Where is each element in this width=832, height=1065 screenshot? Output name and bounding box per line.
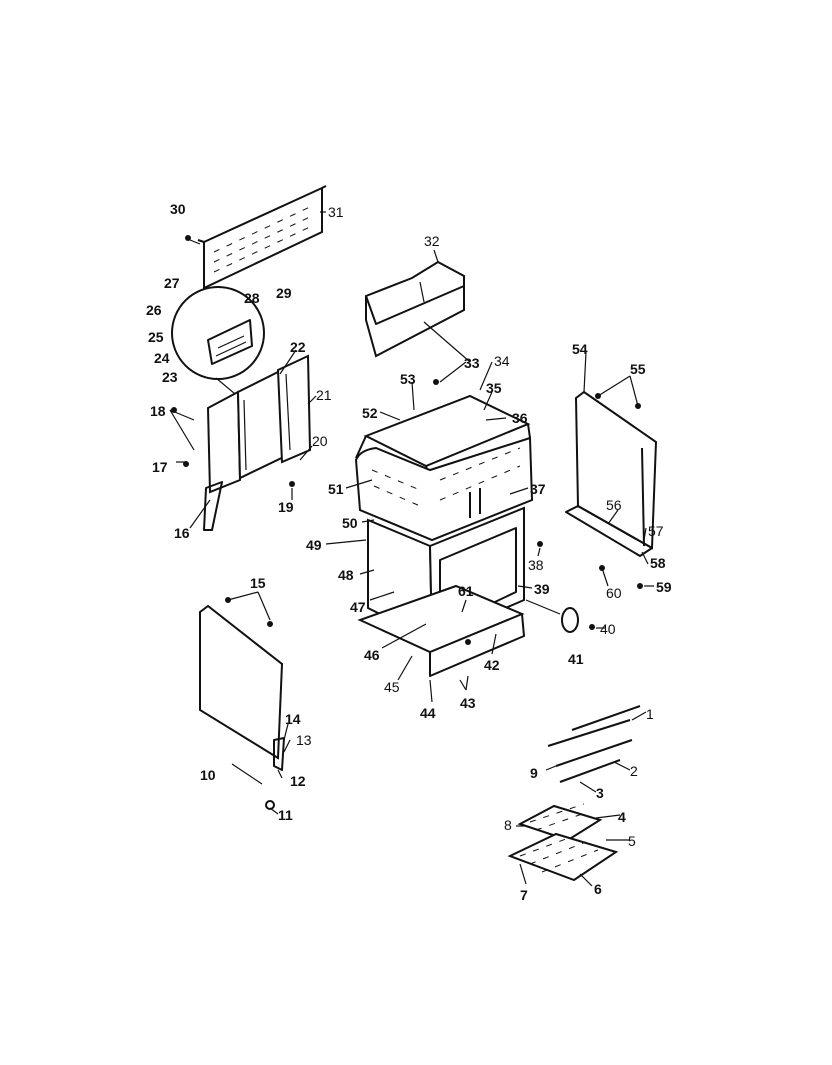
callout-38: 38 — [528, 557, 544, 573]
callout-50: 50 — [342, 515, 358, 531]
callout-40: 40 — [600, 621, 616, 637]
callout-2: 2 — [630, 763, 638, 779]
callout-52: 52 — [362, 405, 378, 421]
callout-54: 54 — [572, 341, 588, 357]
callout-1: 1 — [646, 706, 654, 722]
top-trim-panel — [197, 185, 327, 290]
callout-59: 59 — [656, 579, 672, 595]
callout-43: 43 — [460, 695, 476, 711]
callout-15: 15 — [250, 575, 266, 591]
callout-14: 14 — [285, 711, 301, 727]
callout-39: 39 — [534, 581, 550, 597]
callout-29: 29 — [276, 285, 292, 301]
callout-6: 6 — [594, 881, 602, 897]
callout-36: 36 — [512, 410, 528, 426]
door-panel — [199, 604, 285, 810]
callout-53: 53 — [400, 371, 416, 387]
callout-labels: 1 2 3 4 5 6 7 8 9 10 11 12 13 14 15 16 1… — [146, 201, 672, 903]
callout-60: 60 — [606, 585, 622, 601]
callout-11: 11 — [278, 807, 293, 823]
callout-19: 19 — [278, 499, 294, 515]
callout-32: 32 — [424, 233, 440, 249]
oven-body — [354, 394, 534, 677]
callout-12: 12 — [290, 773, 306, 789]
broiler-assembly — [507, 705, 641, 882]
callout-47: 47 — [350, 599, 366, 615]
callout-27: 27 — [164, 275, 180, 291]
callout-44: 44 — [420, 705, 436, 721]
callout-16: 16 — [174, 525, 190, 541]
callout-5: 5 — [628, 833, 636, 849]
callout-41: 41 — [568, 651, 584, 667]
callout-49: 49 — [306, 537, 322, 553]
callout-20: 20 — [312, 433, 328, 449]
callout-42: 42 — [484, 657, 500, 673]
callout-34: 34 — [494, 353, 510, 369]
callout-13: 13 — [296, 732, 312, 748]
callout-7: 7 — [520, 887, 528, 903]
top-bracket — [365, 260, 465, 358]
callout-46: 46 — [364, 647, 380, 663]
callout-55: 55 — [630, 361, 646, 377]
callout-58: 58 — [650, 555, 666, 571]
callout-23: 23 — [162, 369, 178, 385]
callout-9: 9 — [530, 765, 538, 781]
callout-35: 35 — [486, 380, 502, 396]
callout-45: 45 — [384, 679, 400, 695]
callout-51: 51 — [328, 481, 344, 497]
right-side-panel — [565, 390, 658, 557]
callout-30: 30 — [170, 201, 186, 217]
callout-24: 24 — [154, 350, 170, 366]
callout-22: 22 — [290, 339, 306, 355]
left-side-cabinet — [203, 354, 312, 531]
callout-61: 61 — [458, 583, 474, 599]
callout-4: 4 — [618, 809, 626, 825]
callout-56: 56 — [606, 497, 622, 513]
callout-26: 26 — [146, 302, 162, 318]
callout-37: 37 — [530, 481, 546, 497]
callout-31: 31 — [328, 204, 344, 220]
callout-48: 48 — [338, 567, 354, 583]
callout-21: 21 — [316, 387, 332, 403]
callout-10: 10 — [200, 767, 216, 783]
callout-8: 8 — [504, 817, 512, 833]
callout-3: 3 — [596, 785, 604, 801]
callout-33: 33 — [464, 355, 480, 371]
callout-18: 18 — [150, 403, 166, 419]
callout-25: 25 — [148, 329, 164, 345]
callout-57: 57 — [648, 523, 664, 539]
callout-28: 28 — [244, 290, 260, 306]
callout-17: 17 — [152, 459, 168, 475]
leader-lines — [169, 211, 654, 887]
